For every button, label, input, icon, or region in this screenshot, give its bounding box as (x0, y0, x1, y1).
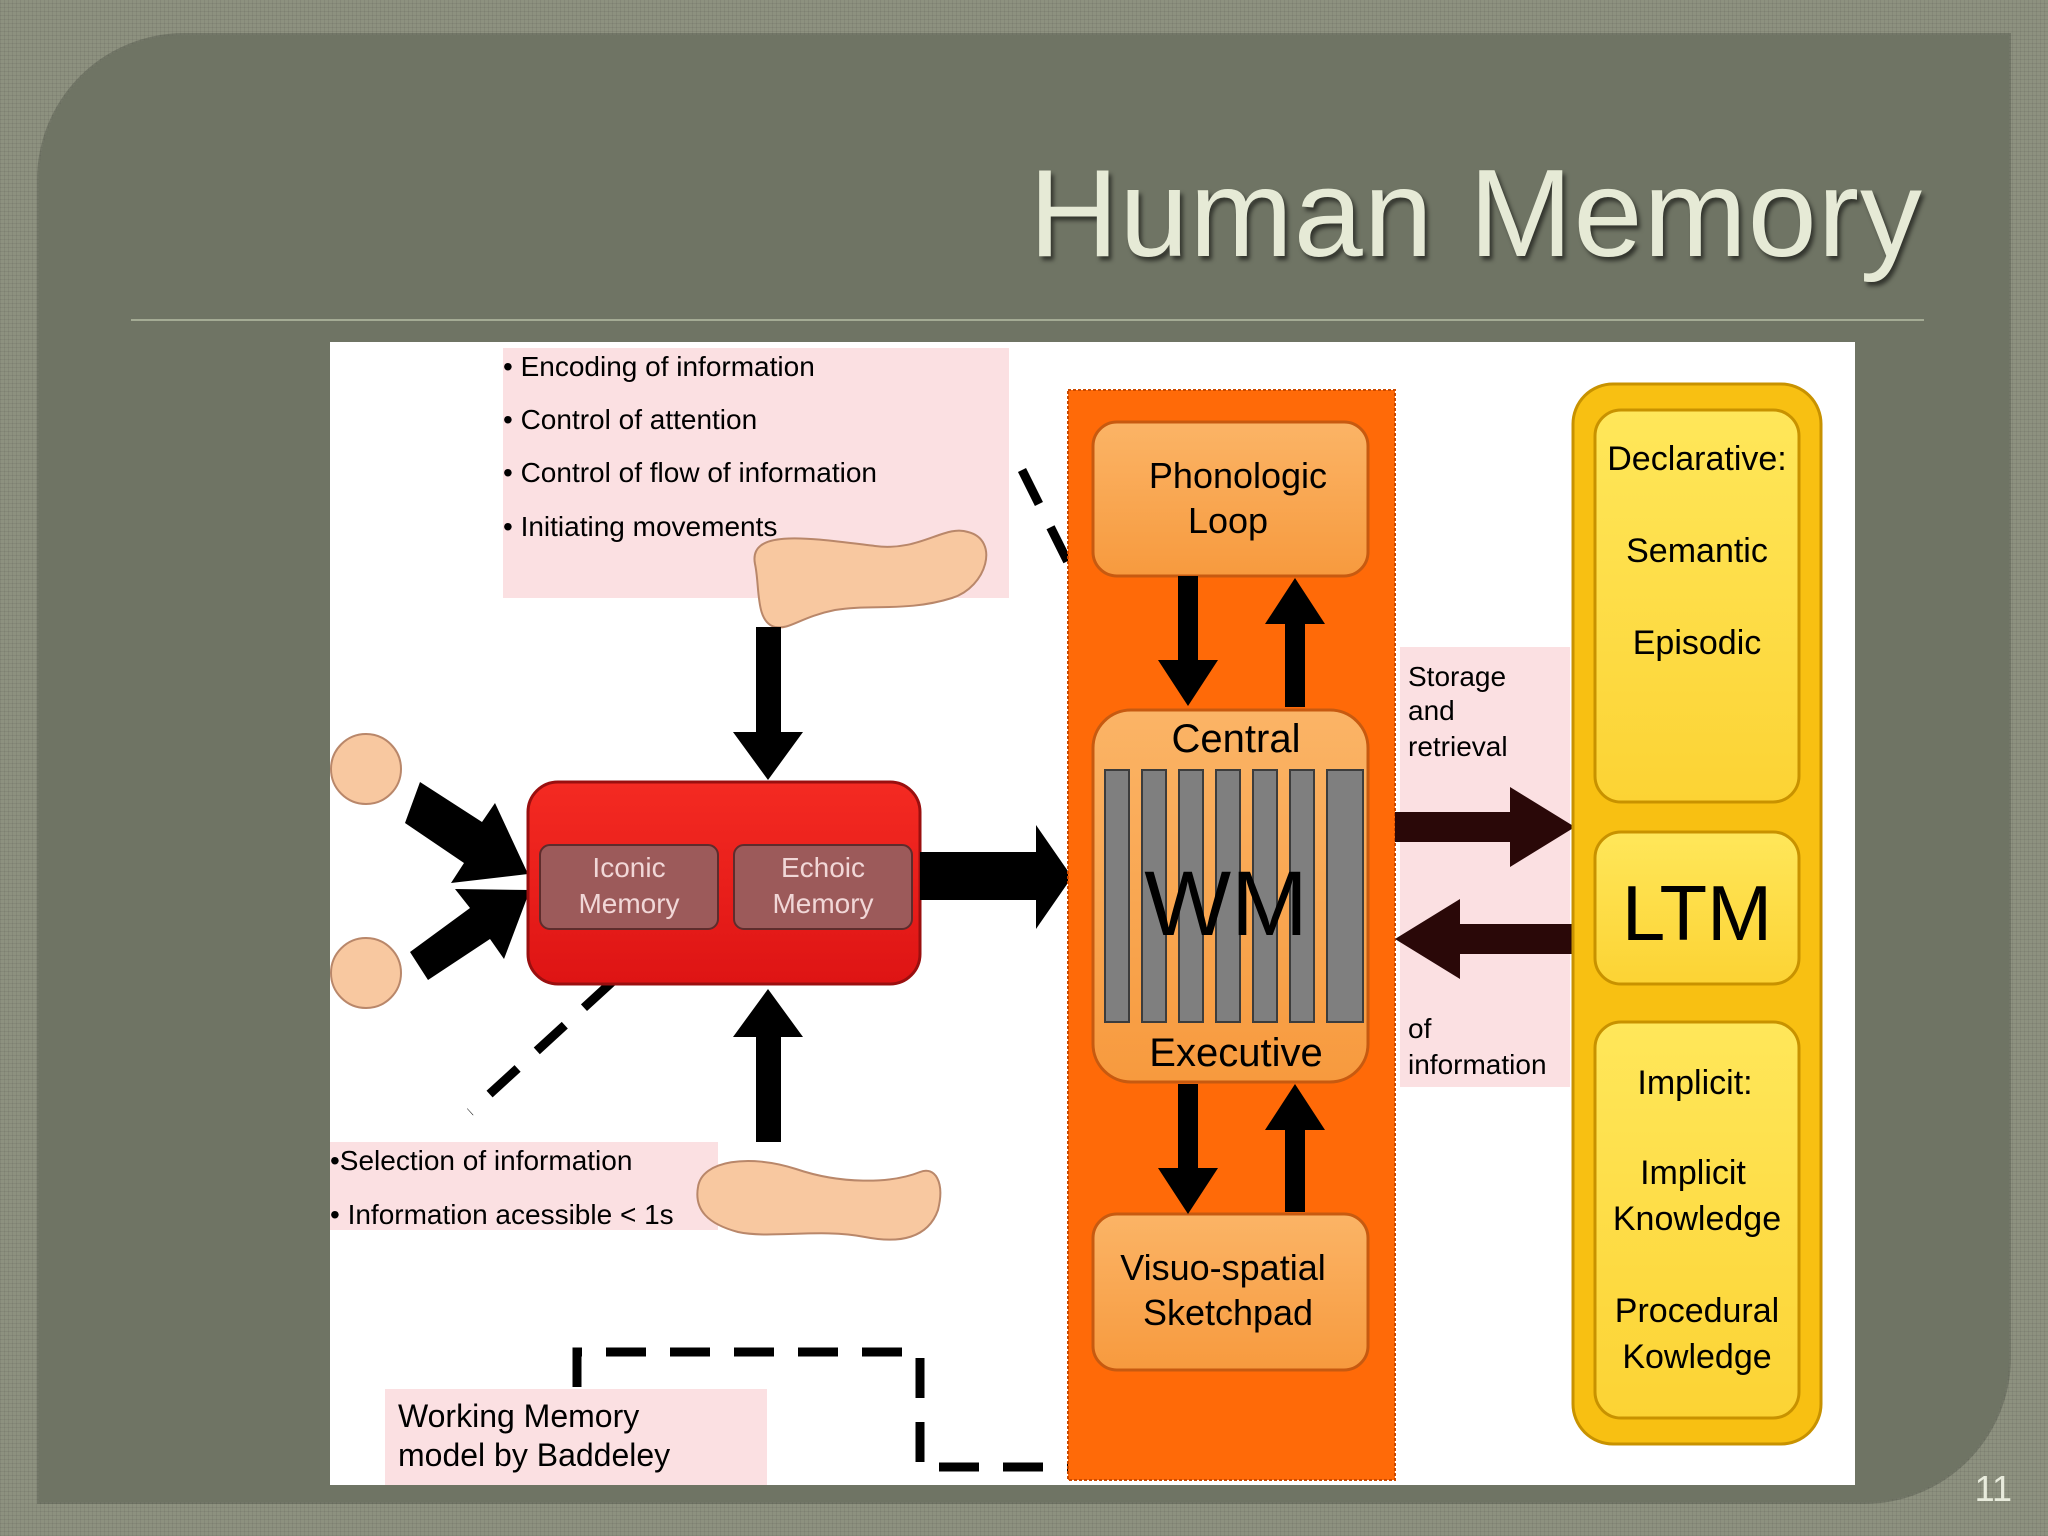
slide-number: 11 (1974, 1468, 2012, 1509)
arrow-phonologic-to-central (1158, 576, 1218, 706)
declarative-box (1593, 408, 1801, 804)
slide-title: Human Memory (1029, 145, 1923, 283)
procedural-knowledge-label: Procedural (1615, 1292, 1779, 1330)
implicit-label: Implicit: (1637, 1064, 1752, 1102)
arrow-up-into-sensory (733, 989, 803, 1142)
caption-line: model by Baddeley (398, 1437, 670, 1473)
dashed-leader-caption (572, 1347, 1240, 1472)
sensory-note: •Selection of information (330, 1145, 632, 1176)
title-underline (131, 319, 1924, 321)
caption-line: Working Memory (398, 1398, 639, 1434)
caption-bg (385, 1389, 767, 1485)
iconic-memory-label: Iconic (592, 852, 665, 883)
blob-top (753, 529, 988, 629)
memory-model-diagram: • Encoding of information • Control of a… (330, 342, 1855, 1485)
central-label: Central (1172, 717, 1301, 761)
stimulus-circle-bottom (330, 937, 402, 1009)
visuo-spatial-label: Sketchpad (1143, 1292, 1313, 1333)
procedural-knowledge-label: Kowledge (1622, 1338, 1771, 1376)
information-label: of (1408, 1013, 1432, 1044)
ltm-label: LTM (1622, 869, 1772, 957)
implicit-knowledge-label: Knowledge (1613, 1200, 1781, 1238)
dashed-leader-sensory (466, 978, 616, 1116)
arrow-visuospatial-to-central (1265, 1084, 1325, 1212)
echoic-memory-label: Echoic (781, 852, 865, 883)
implicit-knowledge-label: Implicit (1640, 1154, 1746, 1192)
executive-label: Executive (1149, 1031, 1322, 1075)
semantic-label: Semantic (1626, 532, 1768, 570)
arrow-central-to-visuospatial (1158, 1084, 1218, 1214)
arrow-wm-to-ltm (1395, 787, 1575, 867)
information-label: information (1408, 1049, 1547, 1080)
visuo-spatial-label: Visuo-spatial (1120, 1247, 1325, 1288)
central-executive-note: • Control of attention (503, 404, 757, 435)
iconic-memory-label: Memory (578, 888, 679, 919)
blob-bottom (696, 1160, 942, 1241)
sensory-notes-bg (330, 1142, 718, 1230)
storage-label: retrieval (1408, 731, 1508, 762)
storage-label: and (1408, 695, 1455, 726)
arrow-ltm-to-wm (1395, 899, 1575, 979)
central-executive-note: • Initiating movements (503, 511, 777, 542)
episodic-label: Episodic (1633, 624, 1762, 662)
phonologic-loop-label: Loop (1188, 500, 1268, 541)
iconic-memory-box (539, 844, 719, 930)
diagram-canvas: • Encoding of information • Control of a… (330, 348, 1823, 1485)
declarative-label: Declarative: (1607, 440, 1787, 478)
wm-label: WM (1144, 853, 1307, 955)
input-arrow-top (405, 782, 528, 883)
central-executive-note: • Control of flow of information (503, 457, 877, 488)
input-arrow-bottom (410, 889, 530, 980)
wm-bars (1104, 769, 1364, 1023)
central-executive-note: • Encoding of information (503, 351, 815, 382)
phonologic-loop-box (1091, 420, 1370, 578)
arrow-central-to-phonologic (1265, 578, 1325, 707)
storage-label: Storage (1408, 661, 1506, 692)
implicit-box (1593, 1020, 1801, 1420)
sensory-note: • Information acessible < 1s (330, 1199, 674, 1230)
ltm-box (1593, 830, 1801, 986)
stimulus-circle-top (330, 733, 402, 805)
arrow-down-into-sensory (733, 627, 803, 780)
storage-retrieval-bg (1400, 647, 1570, 1087)
echoic-memory-label: Memory (772, 888, 873, 919)
phonologic-loop-label: Phonologic (1149, 455, 1327, 496)
arrow-sensory-to-wm (920, 825, 1072, 929)
visuo-spatial-box (1091, 1212, 1370, 1372)
echoic-memory-box (733, 844, 913, 930)
